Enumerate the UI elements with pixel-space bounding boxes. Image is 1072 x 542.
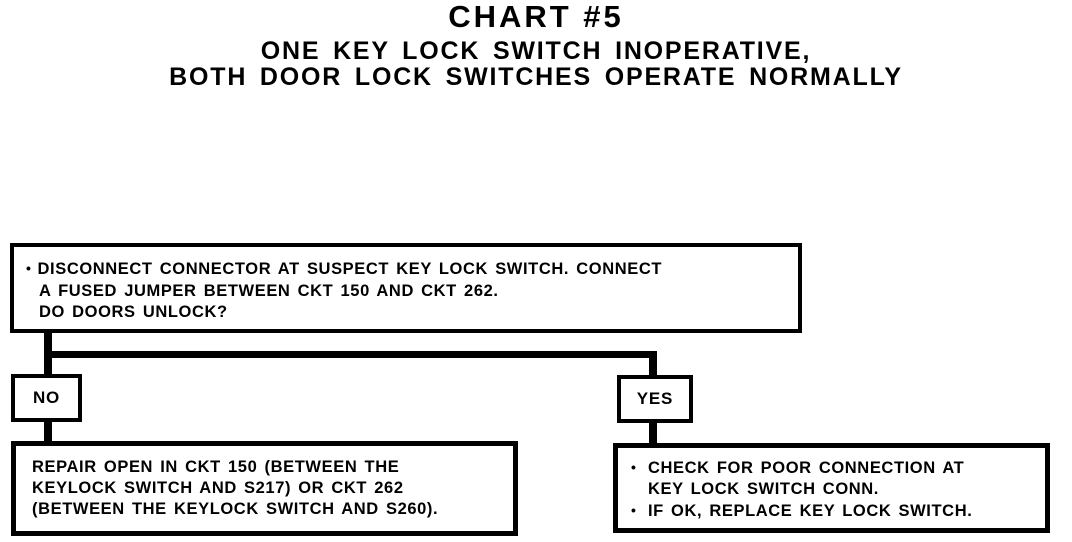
- connector-yes-to-result-vertical: [649, 421, 657, 444]
- bullet-icon: •: [631, 459, 637, 475]
- question-line-1-text: DISCONNECT CONNECTOR AT SUSPECT KEY LOCK…: [37, 260, 663, 278]
- chart-subtitle-line1: ONE KEY LOCK SWITCH INOPERATIVE,: [260, 37, 812, 65]
- no-result-box: REPAIR OPEN IN CKT 150 (BETWEEN THE KEYL…: [11, 441, 518, 536]
- yes-branch-label: YES: [636, 389, 674, 408]
- yes-result-item-1-line-2: KEY LOCK SWITCH CONN.: [648, 480, 879, 498]
- connector-bar-to-yes-vertical: [649, 351, 657, 376]
- question-line-1: • DISCONNECT CONNECTOR AT SUSPECT KEY LOC…: [26, 258, 790, 281]
- question-line-2: A FUSED JUMPER BETWEEN CKT 150 AND CKT 2…: [39, 281, 499, 300]
- no-branch-label-box: NO: [11, 374, 82, 422]
- no-result-line-3: (BETWEEN THE KEYLOCK SWITCH AND S260).: [32, 500, 439, 518]
- no-result-line-2: KEYLOCK SWITCH AND S217) OR CKT 262: [32, 479, 404, 497]
- question-line-3: DO DOORS UNLOCK?: [39, 303, 228, 321]
- chart-title-block: CHART #5 ONE KEY LOCK SWITCH INOPERATIVE…: [0, 1, 1072, 90]
- chart-number-heading: CHART #5: [448, 0, 624, 34]
- bullet-icon: •: [631, 502, 637, 518]
- no-result-line-1: REPAIR OPEN IN CKT 150 (BETWEEN THE: [32, 458, 400, 476]
- bullet-icon: •: [26, 260, 32, 276]
- yes-result-item-2-text: IF OK, REPLACE KEY LOCK SWITCH.: [648, 502, 973, 520]
- chart-subtitle-line2: BOTH DOOR LOCK SWITCHES OPERATE NORMALLY: [169, 63, 903, 91]
- question-box: • DISCONNECT CONNECTOR AT SUSPECT KEY LOC…: [10, 243, 802, 333]
- yes-branch-label-box: YES: [617, 375, 693, 423]
- no-branch-label: NO: [32, 388, 61, 407]
- yes-result-item-2: • IF OK, REPLACE KEY LOCK SWITCH.: [631, 500, 1045, 522]
- yes-result-item-1-text: CHECK FOR POOR CONNECTION AT: [648, 459, 965, 477]
- connector-no-to-result-vertical: [44, 420, 52, 442]
- yes-result-item-1-line-1: • CHECK FOR POOR CONNECTION AT: [631, 457, 1045, 479]
- connector-branch-horizontal-bar: [44, 351, 657, 358]
- yes-result-box: • CHECK FOR POOR CONNECTION AT KEY LOCK S…: [613, 443, 1050, 533]
